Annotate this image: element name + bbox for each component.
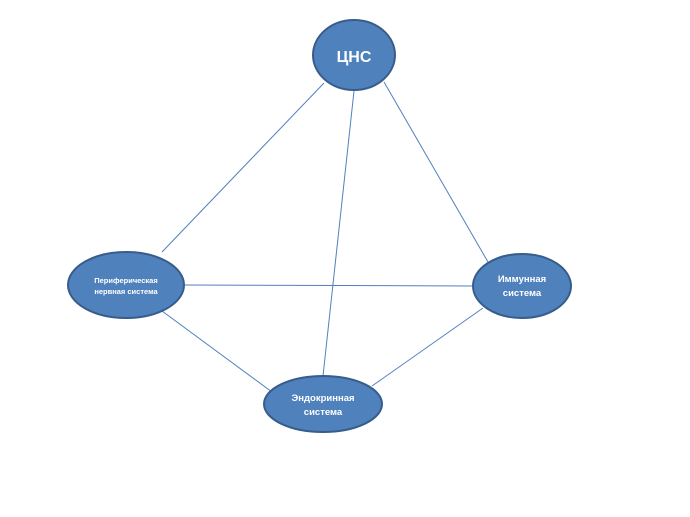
node-endocrine-shape bbox=[263, 375, 383, 433]
edge-peripheral-immune bbox=[183, 284, 475, 287]
node-endocrine-system: Эндокринная система bbox=[263, 375, 383, 433]
edge-cns-endocrine bbox=[322, 90, 355, 377]
edge-endocrine-immune bbox=[371, 307, 484, 387]
node-cns: ЦНС bbox=[312, 19, 396, 91]
node-immune-shape bbox=[472, 253, 572, 319]
node-peripheral-label-line1: Периферическая bbox=[94, 276, 157, 285]
node-endocrine-label-line1: Эндокринная bbox=[291, 393, 354, 404]
edge-cns-peripheral bbox=[161, 82, 325, 253]
node-immune-system: Иммунная система bbox=[472, 253, 572, 319]
node-peripheral-nervous-system: Периферическая нервная система bbox=[67, 251, 185, 319]
node-immune-label-line1: Иммунная bbox=[498, 274, 546, 285]
connection-lines bbox=[161, 81, 489, 393]
node-cns-label: ЦНС bbox=[337, 49, 372, 66]
node-peripheral-label-line2: нервная система bbox=[94, 287, 158, 296]
node-peripheral-shape bbox=[67, 251, 185, 319]
edge-peripheral-endocrine bbox=[161, 310, 273, 393]
node-cns-shape bbox=[312, 19, 396, 91]
node-endocrine-label-line2: система bbox=[304, 407, 343, 418]
node-immune-label-line2: система bbox=[503, 288, 542, 299]
edge-cns-immune bbox=[383, 81, 489, 263]
